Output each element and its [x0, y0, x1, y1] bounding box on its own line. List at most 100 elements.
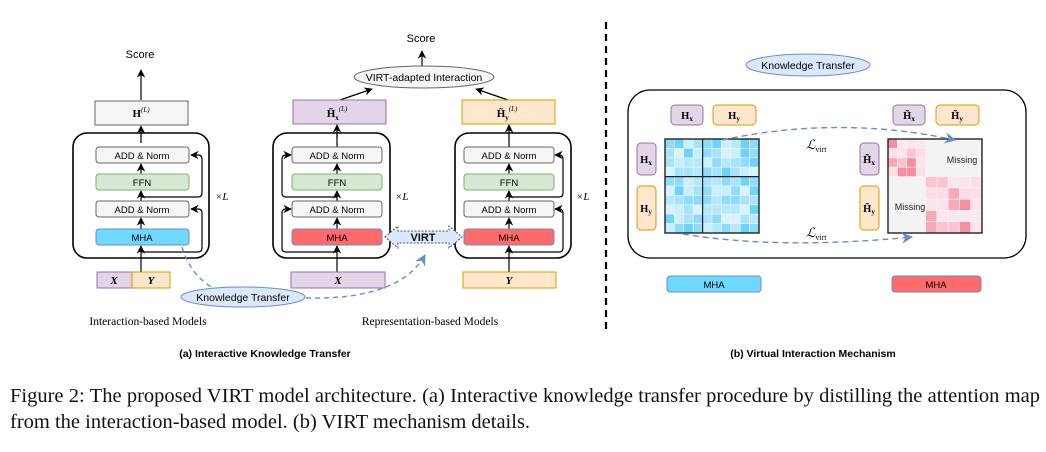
heatmap-cell: [702, 138, 713, 149]
heatmap-cell: [749, 213, 760, 224]
ffn-box: [291, 173, 383, 191]
figure-diagram: Score H(L) ADD & Norm FFN ADD & Norm MHA…: [72, 22, 1027, 360]
heatmap-cell: [887, 138, 898, 149]
hidden-y-label: H̃y(L): [497, 105, 518, 122]
heatmap-cell: [664, 176, 675, 187]
heatmap-cell: [739, 204, 750, 215]
heatmap-cell: [702, 185, 713, 196]
flow-arrow: [339, 87, 373, 101]
heatmap-cell: [674, 138, 685, 149]
ffn-box: [463, 173, 555, 191]
heatmap-cell: [749, 166, 760, 177]
mha-label: MHA: [703, 280, 725, 291]
heatmap-cell: [702, 176, 713, 187]
subcaption-b: (b) Virtual Interaction Mechanism: [730, 348, 896, 360]
input-x-label: X: [109, 275, 118, 287]
heatmap-cell: [739, 166, 750, 177]
heatmap-cell: [959, 210, 972, 223]
heatmap-cell: [897, 148, 908, 159]
hidden-x-box: [292, 99, 387, 125]
heatmap-cell: [711, 148, 722, 159]
flow-arrow: [475, 87, 509, 101]
heatmap-cell: [711, 185, 722, 196]
heatmap-cell: [959, 221, 972, 234]
hidden-y-box: [461, 99, 556, 125]
heatmap-cell: [674, 213, 685, 224]
add-norm-box-top: [463, 146, 555, 164]
heatmap-cell: [721, 157, 732, 168]
heatmap-cell: [711, 195, 722, 206]
missing-label-top-right: Missing: [947, 155, 978, 165]
heatmap-cell: [970, 176, 983, 189]
heatmap-cell: [906, 138, 917, 149]
heatmap-cell: [664, 148, 675, 159]
heatmap-cell: [702, 166, 713, 177]
heatmap-cell: [683, 195, 694, 206]
col-label-hx-text: Hx: [681, 111, 693, 123]
heatmap-cell: [664, 195, 675, 206]
ffn-box: [95, 173, 190, 191]
add-norm-box-bottom: [291, 200, 383, 218]
loss-arrow-top: [721, 126, 957, 144]
heatmap-cell: [702, 223, 713, 234]
heatmap-cell: [692, 185, 703, 196]
ffn-label: FFN: [500, 178, 519, 189]
heatmap-cell: [674, 185, 685, 196]
heatmap-cell: [683, 148, 694, 159]
heatmap-cell: [702, 157, 713, 168]
heatmap-cell: [925, 221, 938, 234]
heatmap-cell: [906, 166, 917, 177]
heatmap-cell: [936, 221, 949, 234]
knowledge-transfer-node: [745, 53, 871, 77]
mha-label: MHA: [326, 233, 348, 244]
ffn-label: FFN: [328, 178, 347, 189]
heatmap-cell: [959, 176, 972, 189]
add-norm-label: ADD & Norm: [310, 205, 365, 216]
row-label-hx-tilde: [859, 142, 880, 176]
mha-box-red: [291, 228, 383, 246]
virt-double-arrow: [384, 224, 463, 250]
col-label-hy-tilde-text: H̃y: [951, 109, 963, 123]
heatmap-cell: [906, 148, 917, 159]
add-norm-box-top: [291, 146, 383, 164]
heatmap-cell: [664, 185, 675, 196]
heatmap-cell: [721, 176, 732, 187]
heatmap-cell: [730, 138, 741, 149]
col-label-hy-text: Hy: [728, 111, 740, 123]
mha-label: MHA: [925, 280, 947, 291]
row-label-hy-tilde-text: H̃y: [863, 202, 875, 216]
heatmap-cell: [692, 195, 703, 206]
residual-connection: [141, 150, 203, 198]
heatmap-cell: [925, 210, 938, 223]
heatmap-cell: [711, 213, 722, 224]
attention-matrix-full: [664, 138, 760, 234]
heatmap-cell: [730, 176, 741, 187]
virt-adapted-interaction-node: [353, 65, 495, 89]
ffn-label: FFN: [133, 178, 152, 189]
matrix-border: [887, 138, 983, 234]
heatmap-cell: [739, 176, 750, 187]
loss-arrow-bottom: [682, 232, 914, 244]
heatmap-cell: [692, 204, 703, 215]
heatmap-cell: [683, 166, 694, 177]
residual-connection: [141, 204, 203, 253]
missing-label-bottom-left: Missing: [895, 202, 926, 212]
heatmap-cell: [915, 157, 926, 168]
heatmap-cell: [739, 223, 750, 234]
heatmap-cell: [915, 148, 926, 159]
heatmap-cell: [970, 198, 983, 211]
heatmap-cell: [674, 176, 685, 187]
add-norm-label: ADD & Norm: [115, 205, 170, 216]
heatmap-cell: [749, 176, 760, 187]
mha-box-blue: [95, 228, 190, 246]
mha-module-representation: [891, 275, 982, 293]
heatmap-cell: [749, 148, 760, 159]
heatmap-cell: [674, 223, 685, 234]
input-x-label: X: [333, 275, 342, 287]
add-norm-label: ADD & Norm: [482, 205, 537, 216]
row-label-hx-tilde-text: H̃x: [863, 153, 875, 167]
heatmap-cell: [915, 138, 926, 149]
heatmap-cell: [897, 166, 908, 177]
heatmap-cell: [739, 157, 750, 168]
heatmap-cell: [683, 213, 694, 224]
